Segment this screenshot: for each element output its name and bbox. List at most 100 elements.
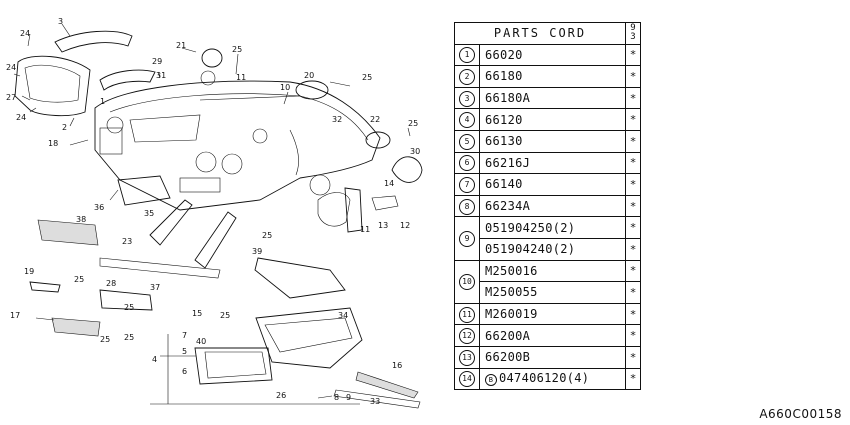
applicability-mark: * (625, 345, 641, 369)
strip-16-part (355, 371, 419, 399)
callout-label: 23 (122, 237, 132, 246)
table-row: 1 66020 * (454, 43, 641, 67)
item-number-circle: 3 (459, 90, 475, 107)
exploded-parts-diagram: 3 24 24 27 24 2 21 25 29 31 11 20 25 10 … (6, 17, 423, 409)
applicability-mark: * (625, 194, 641, 218)
callout-label: 29 (152, 57, 162, 66)
meter-hood-part (14, 55, 91, 117)
part-code: 66216J (485, 155, 531, 170)
item-number-cell: 6 (454, 151, 480, 175)
callout-label: 1 (100, 97, 105, 106)
item-number-cell: 11 (454, 302, 480, 326)
callout-label: 5 (182, 347, 187, 356)
part-code-cell: 66180 (479, 65, 626, 88)
applicability-mark: * (625, 65, 641, 88)
part-code: 051904240(2) (485, 242, 576, 257)
item-number-circle: 6 (459, 155, 475, 172)
item-number-circle: 12 (459, 328, 475, 345)
part-code-cell: 66140 (479, 173, 626, 196)
item-number-circle: 4 (459, 112, 475, 129)
part-code: M250055 (485, 285, 538, 300)
part-code-cell: 66130 (479, 129, 626, 153)
callout-label: 37 (150, 283, 160, 292)
applicability-mark: * (625, 259, 641, 283)
glove-box-lid-part (194, 347, 273, 385)
part-code-cell: M250016 (479, 259, 626, 283)
table-row: 051904240(2)* (455, 237, 641, 261)
applicability-mark: * (625, 324, 641, 347)
part-code-cell: 051904250(2) (479, 216, 626, 239)
part-code-cell: 66020 (479, 43, 626, 67)
vent-21-part (201, 48, 223, 68)
item-number-circle: 7 (459, 176, 475, 193)
instrument-panel-part (94, 80, 381, 211)
ring-30-part (391, 156, 423, 183)
item-number-cell: 1 (454, 43, 480, 67)
callout-label: 14 (384, 179, 394, 188)
part-code-cell: 66200A (479, 324, 626, 347)
applicability-mark: * (625, 86, 641, 110)
callout-label: 34 (338, 311, 348, 320)
cover-17-part (51, 317, 101, 337)
callout-label: 39 (252, 247, 262, 256)
applicability-mark: * (625, 302, 641, 326)
part-code: 66200A (485, 328, 531, 343)
item-number-circle: 9 (459, 230, 475, 247)
part-code-cell: 66216J (479, 151, 626, 175)
callout-label: 15 (192, 309, 202, 318)
callout-label: 25 (362, 73, 372, 82)
callout-label: 31 (156, 71, 166, 80)
callout-label: 22 (370, 115, 380, 124)
part-code: M260019 (485, 307, 538, 322)
item-number-circle: 14 (459, 371, 475, 388)
callout-label: 18 (48, 139, 58, 148)
item-number-cell: 8 (454, 194, 480, 218)
callout-label: 11 (360, 225, 370, 234)
part-code: 047406120(4) (499, 371, 590, 386)
item-number-circle: 5 (459, 133, 475, 150)
part-code-cell: 66120 (479, 108, 626, 131)
lower-cover-39-part (254, 257, 346, 299)
callout-label: 11 (236, 73, 246, 82)
vent-22-part (365, 131, 391, 149)
callout-label: 32 (332, 115, 342, 124)
callout-label: 40 (196, 337, 206, 346)
bracket-28-part (99, 289, 153, 311)
part-code-cell: 66200B (479, 345, 626, 369)
applicability-mark: * (625, 43, 641, 67)
callout-label: 25 (220, 311, 230, 320)
callout-label: 25 (124, 303, 134, 312)
callout-label: 21 (176, 41, 186, 50)
part-code-cell: M250055 (479, 281, 626, 304)
applicability-mark: * (625, 129, 641, 153)
table-header-title: PARTS CORD (454, 22, 626, 45)
item-number-cell: 10 (454, 259, 480, 304)
part-code-cell: M260019 (479, 302, 626, 326)
callout-label: 16 (392, 361, 402, 370)
part-code: 66020 (485, 47, 523, 62)
callout-label: 10 (280, 83, 290, 92)
callout-label: 25 (124, 333, 134, 342)
part-code-cell: 66234A (479, 194, 626, 218)
part-code: 66180 (485, 69, 523, 84)
applicability-mark: * (625, 281, 641, 304)
callout-label: 36 (94, 203, 104, 212)
callout-label: 30 (410, 147, 420, 156)
callout-label: 4 (152, 355, 157, 364)
applicability-mark: * (625, 173, 641, 196)
part-code: 66234A (485, 199, 531, 214)
item-number-cell: 3 (454, 86, 480, 110)
table-row: M250055 * (455, 281, 641, 304)
callout-label: 6 (182, 367, 187, 376)
callout-label: 8 (334, 393, 339, 402)
item-number-circle: 10 (459, 274, 475, 291)
year-top: 9 (630, 23, 636, 34)
applicability-mark: * (625, 108, 641, 131)
top-cover-part (54, 30, 133, 53)
